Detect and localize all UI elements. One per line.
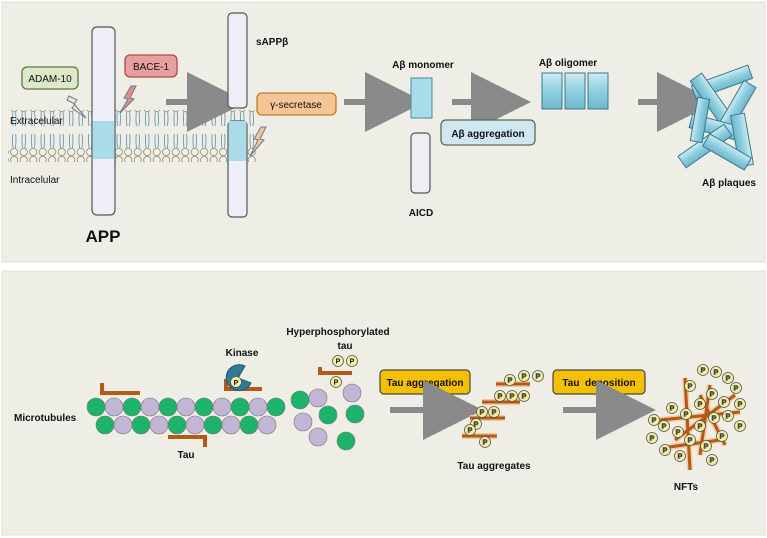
phosphate-symbol: P <box>480 410 485 417</box>
aicd-label: AICD <box>409 208 433 219</box>
phosphate-symbol: P <box>678 454 683 461</box>
phosphate-symbol: P <box>522 394 527 401</box>
bace1-bolt-icon <box>119 85 137 114</box>
c99-abeta-region <box>228 121 247 161</box>
phosphate-symbol: P <box>492 410 497 417</box>
sappb-label: sAPPβ <box>256 37 288 48</box>
phosphate-symbol: P <box>698 402 703 409</box>
phosphate-symbol: P <box>336 359 341 366</box>
free-tau-phosphates: P P P <box>330 355 358 388</box>
phosphate-symbol: P <box>710 458 715 465</box>
phosphate-symbol: P <box>688 438 693 445</box>
abeta-oligomer <box>541 72 609 110</box>
adam10-bolt-icon <box>66 95 87 119</box>
abeta-aggregation-label: Aβ aggregation <box>451 129 524 140</box>
phosphate-symbol: P <box>334 380 339 387</box>
abeta-plaques <box>677 64 757 171</box>
app-label: APP <box>86 227 121 246</box>
gamma-secretase-label: γ-secretase <box>270 100 322 111</box>
abeta-monomer <box>410 77 433 119</box>
phosphate-symbol: P <box>536 374 541 381</box>
phosphate-symbol: P <box>738 424 743 431</box>
phosphate-symbol: P <box>738 402 743 409</box>
phosphate-symbol: P <box>720 434 725 441</box>
abeta-aggregation-box <box>440 119 536 146</box>
bace1-label: BACE-1 <box>133 62 170 73</box>
phosphate-symbol: P <box>468 428 473 435</box>
monomer-label: Aβ monomer <box>392 60 454 71</box>
tau-deposition-label: Tau deposition <box>562 378 635 389</box>
phosphate-symbol: P <box>498 394 503 401</box>
phosphate-symbol: P <box>483 440 488 447</box>
kinase-phosphate <box>230 376 242 388</box>
extracellular-label: Extracelular <box>10 116 63 127</box>
phosphate-symbol: P <box>722 400 727 407</box>
adam10-box <box>21 66 79 90</box>
phosphate-symbol: P <box>734 386 739 393</box>
phosphate-symbol: P <box>662 424 667 431</box>
phosphate-symbol: P <box>726 414 731 421</box>
phosphate-symbol: P <box>474 422 479 429</box>
hyperphosphorylated-label: Hyperphosphorylated <box>286 327 389 338</box>
nfts-label: NFTs <box>674 482 699 493</box>
phosphate-symbol: P <box>688 384 693 391</box>
phosphate-symbol: P <box>522 374 527 381</box>
adam10-label: ADAM-10 <box>28 74 72 85</box>
tau-label: Tau <box>177 450 194 461</box>
phosphate-symbol: P <box>704 444 709 451</box>
app-abeta-region <box>92 121 115 159</box>
tau-aggregates-label: Tau aggregates <box>457 461 531 472</box>
tau-aggregation-label: Tau aggregation <box>386 378 463 389</box>
kinase-label: Kinase <box>226 348 259 359</box>
phosphate-symbol: P <box>652 418 657 425</box>
phosphate-symbol: P <box>508 378 513 385</box>
phosphate-symbol: P <box>726 376 731 383</box>
gamma-bolt-icon <box>249 126 267 157</box>
phosphate-symbol: P <box>670 406 675 413</box>
phosphate-symbol: P <box>650 436 655 443</box>
phosphate-symbol: P <box>698 424 703 431</box>
phosphate-symbol: P <box>684 412 689 419</box>
phosphate-symbol: P <box>712 416 717 423</box>
phosphate-symbol: P <box>714 370 719 377</box>
sappb-fragment <box>227 12 248 109</box>
phosphate-symbol: P <box>701 368 706 375</box>
microtubules-label: Microtubules <box>14 413 77 424</box>
intracellular-label: Intracelular <box>10 175 60 186</box>
bound-tau <box>100 379 262 447</box>
hyperphosphorylated-label-2: tau <box>338 341 353 352</box>
free-tau <box>318 367 352 375</box>
plaques-label: Aβ plaques <box>702 178 756 189</box>
phosphate-symbol: P <box>350 359 355 366</box>
aicd-fragment <box>410 132 431 194</box>
kinase-phosphate-symbol: P <box>234 380 239 387</box>
phosphate-symbol: P <box>663 448 668 455</box>
microtubule <box>86 383 365 451</box>
phosphate-symbol: P <box>676 430 681 437</box>
bace1-box <box>124 54 178 78</box>
phosphate-symbol: P <box>710 392 715 399</box>
gamma-secretase-box <box>256 92 337 116</box>
oligomer-label: Aβ oligomer <box>539 58 597 69</box>
phosphate-symbol: P <box>510 394 515 401</box>
